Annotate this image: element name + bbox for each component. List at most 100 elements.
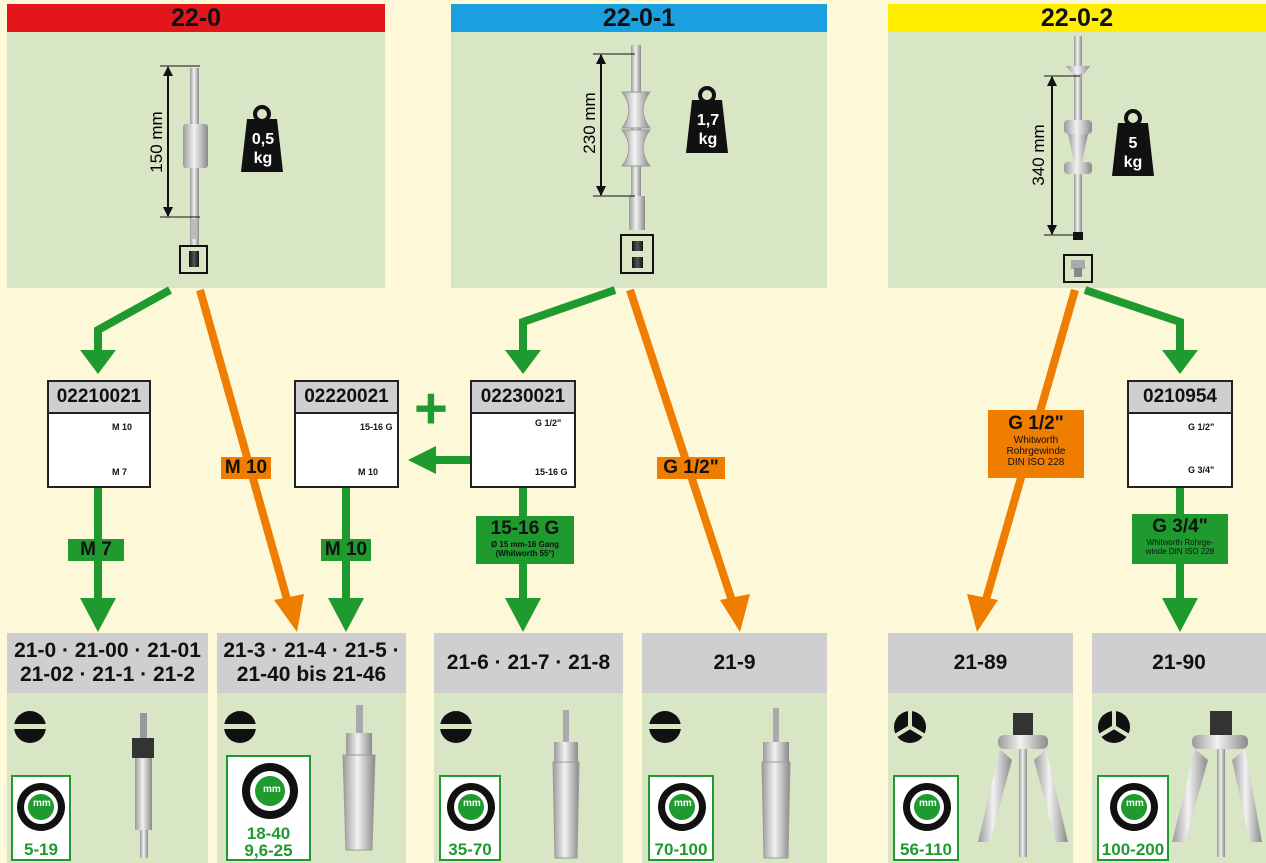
range-value-secondary: 9,6-25: [244, 841, 293, 860]
adapter-code: 02210021: [49, 382, 149, 414]
thread-label: M 10: [358, 467, 379, 477]
weight-unit-1: kg: [698, 131, 718, 148]
bottom-header-2: 21-3 · 21-4 · 21-5 ·21-40 bis 21-46: [217, 633, 406, 693]
adapter-02220021: 02220021: [294, 380, 399, 488]
bearing-icon: [17, 783, 65, 831]
bearing-icon-label: mm: [263, 784, 281, 795]
slot-icon: [648, 711, 682, 743]
range-value: 56-110: [900, 840, 952, 859]
bearing-icon: [903, 783, 951, 831]
three-jaw-icon: [1097, 710, 1131, 743]
insert-box-1: [620, 234, 654, 274]
bottom-header-6-line1: 21-90: [1152, 650, 1206, 674]
bearing-icon-label: mm: [463, 798, 481, 809]
puller-image-21-90: [1172, 711, 1262, 857]
label-15-16g-sub1: Ø 15 mm-16 Gang: [490, 540, 560, 549]
bearing-icon: [1110, 783, 1158, 831]
weight-value-0: 0,5: [251, 131, 275, 148]
range-value: 35-70: [448, 840, 492, 859]
weight-value-1: 1,7: [696, 112, 720, 129]
slot-icon: [223, 711, 257, 743]
label-g12-whitworth: G 1/2" Whitworth Rohrgewinde DIN ISO 228: [988, 410, 1084, 478]
weight-icon-2: [1112, 109, 1154, 176]
thread-label: G 1/2": [535, 418, 562, 428]
slot-icon: [13, 711, 47, 743]
range-box-3: mm 35-70: [439, 775, 501, 861]
weight-unit-0: kg: [253, 150, 273, 167]
thread-label: G 1/2": [1188, 422, 1215, 432]
arrow-22-0-2-to-0210954: [1083, 286, 1184, 352]
puller-image-21-89: [978, 713, 1068, 857]
bottom-header-6: 21-90: [1092, 633, 1266, 693]
label-m10-green: M 10: [321, 539, 371, 561]
slide-hammer-22-0-1: [620, 45, 652, 230]
adapter-code: 02220021: [296, 382, 397, 414]
adapter-code: 02230021: [472, 382, 574, 414]
label-15-16g-main: 15-16 G: [490, 518, 560, 539]
range-box-1: mm 5-19: [11, 775, 71, 861]
dimension-arrow-150: [160, 65, 200, 218]
weight-value-2: 5: [1128, 135, 1138, 152]
range-value: 5-19: [23, 840, 59, 859]
label-g12-whitworth-sub1: Whitworth: [1013, 435, 1059, 446]
thread-label: M 10: [112, 422, 133, 432]
slide-hammer-22-0-2: [1064, 36, 1092, 240]
bottom-header-2-line2: 21-40 bis 21-46: [236, 663, 387, 686]
bearing-icon-label: mm: [674, 798, 692, 809]
bearing-icon-label: mm: [1126, 798, 1144, 809]
thread-label: 15-16 G: [535, 467, 568, 477]
range-box-2: mm 18-40 9,6-25: [226, 755, 311, 861]
insert-box-2: [1063, 254, 1093, 283]
thread-label: G 3/4": [1188, 465, 1215, 475]
label-g34: G 3/4" Whitworth Rohrge- winde DIN ISO 2…: [1132, 514, 1228, 564]
range-box-5: mm 56-110: [893, 775, 959, 861]
weight-icon-1: [686, 86, 728, 153]
puller-image-21-6: [552, 710, 580, 859]
bearing-icon: [447, 783, 495, 831]
bottom-header-1-line1: 21-0 · 21-00 · 21-01: [14, 638, 201, 662]
header-22-0-2: 22-0-2: [888, 4, 1266, 32]
dimension-label-150: 150 mm: [147, 111, 166, 173]
bearing-icon: [658, 783, 706, 831]
label-m10-orange: M 10: [221, 457, 271, 479]
puller-image-21-9: [761, 708, 791, 859]
bottom-header-1-line2: 21-02 · 21-1 · 21-2: [19, 663, 196, 686]
label-g12-whitworth-sub2: Rohrgewinde: [1006, 446, 1066, 457]
slide-hammer-22-0: [183, 68, 208, 246]
puller-image-21-3: [342, 705, 376, 851]
bottom-header-5: 21-89: [888, 633, 1073, 693]
label-15-16g: 15-16 G Ø 15 mm-16 Gang (Whitworth 55°): [476, 516, 574, 564]
insert-box-0: [179, 245, 208, 274]
dimension-arrow-340: [1044, 75, 1080, 236]
adapter-02230021: 02230021: [470, 380, 576, 488]
bearing-icon: [242, 763, 298, 819]
label-g34-sub2: winde DIN ISO 228: [1145, 547, 1215, 556]
bottom-header-4: 21-9: [642, 633, 827, 693]
arrow-22-0-to-02210021: [94, 286, 172, 352]
label-g34-sub1: Whitworth Rohrge-: [1146, 538, 1214, 547]
arrow-22-0-1-g12-orange: [626, 288, 739, 612]
range-value: 100-200: [1101, 840, 1165, 859]
label-g34-main: G 3/4": [1152, 516, 1208, 537]
label-15-16g-sub2: (Whitworth 55°): [495, 549, 555, 558]
dimension-arrow-230: [593, 53, 635, 197]
plus-icon: +: [414, 376, 448, 441]
weight-unit-2: kg: [1123, 154, 1143, 171]
bottom-header-2-line1: 21-3 · 21-4 · 21-5 ·: [223, 638, 400, 662]
label-g12-whitworth-sub3: DIN ISO 228: [1007, 457, 1065, 468]
bearing-icon-label: mm: [919, 798, 937, 809]
header-22-0: 22-0: [7, 4, 385, 32]
label-m7: M 7: [68, 539, 124, 561]
three-jaw-icon: [893, 710, 927, 743]
label-g12-whitworth-main: G 1/2": [1008, 413, 1064, 434]
dimension-label-340: 340 mm: [1029, 124, 1048, 186]
adapter-0210954: 0210954: [1127, 380, 1233, 488]
bearing-icon-label: mm: [33, 798, 51, 809]
dimension-label-230: 230 mm: [580, 92, 599, 154]
bottom-header-3: 21-6 · 21-7 · 21-8: [434, 633, 623, 693]
adapter-02210021: 02210021: [47, 380, 151, 488]
range-box-4: mm 70-100: [648, 775, 714, 861]
thread-label: 15-16 G: [360, 422, 393, 432]
bottom-header-4-line1: 21-9: [713, 650, 756, 674]
